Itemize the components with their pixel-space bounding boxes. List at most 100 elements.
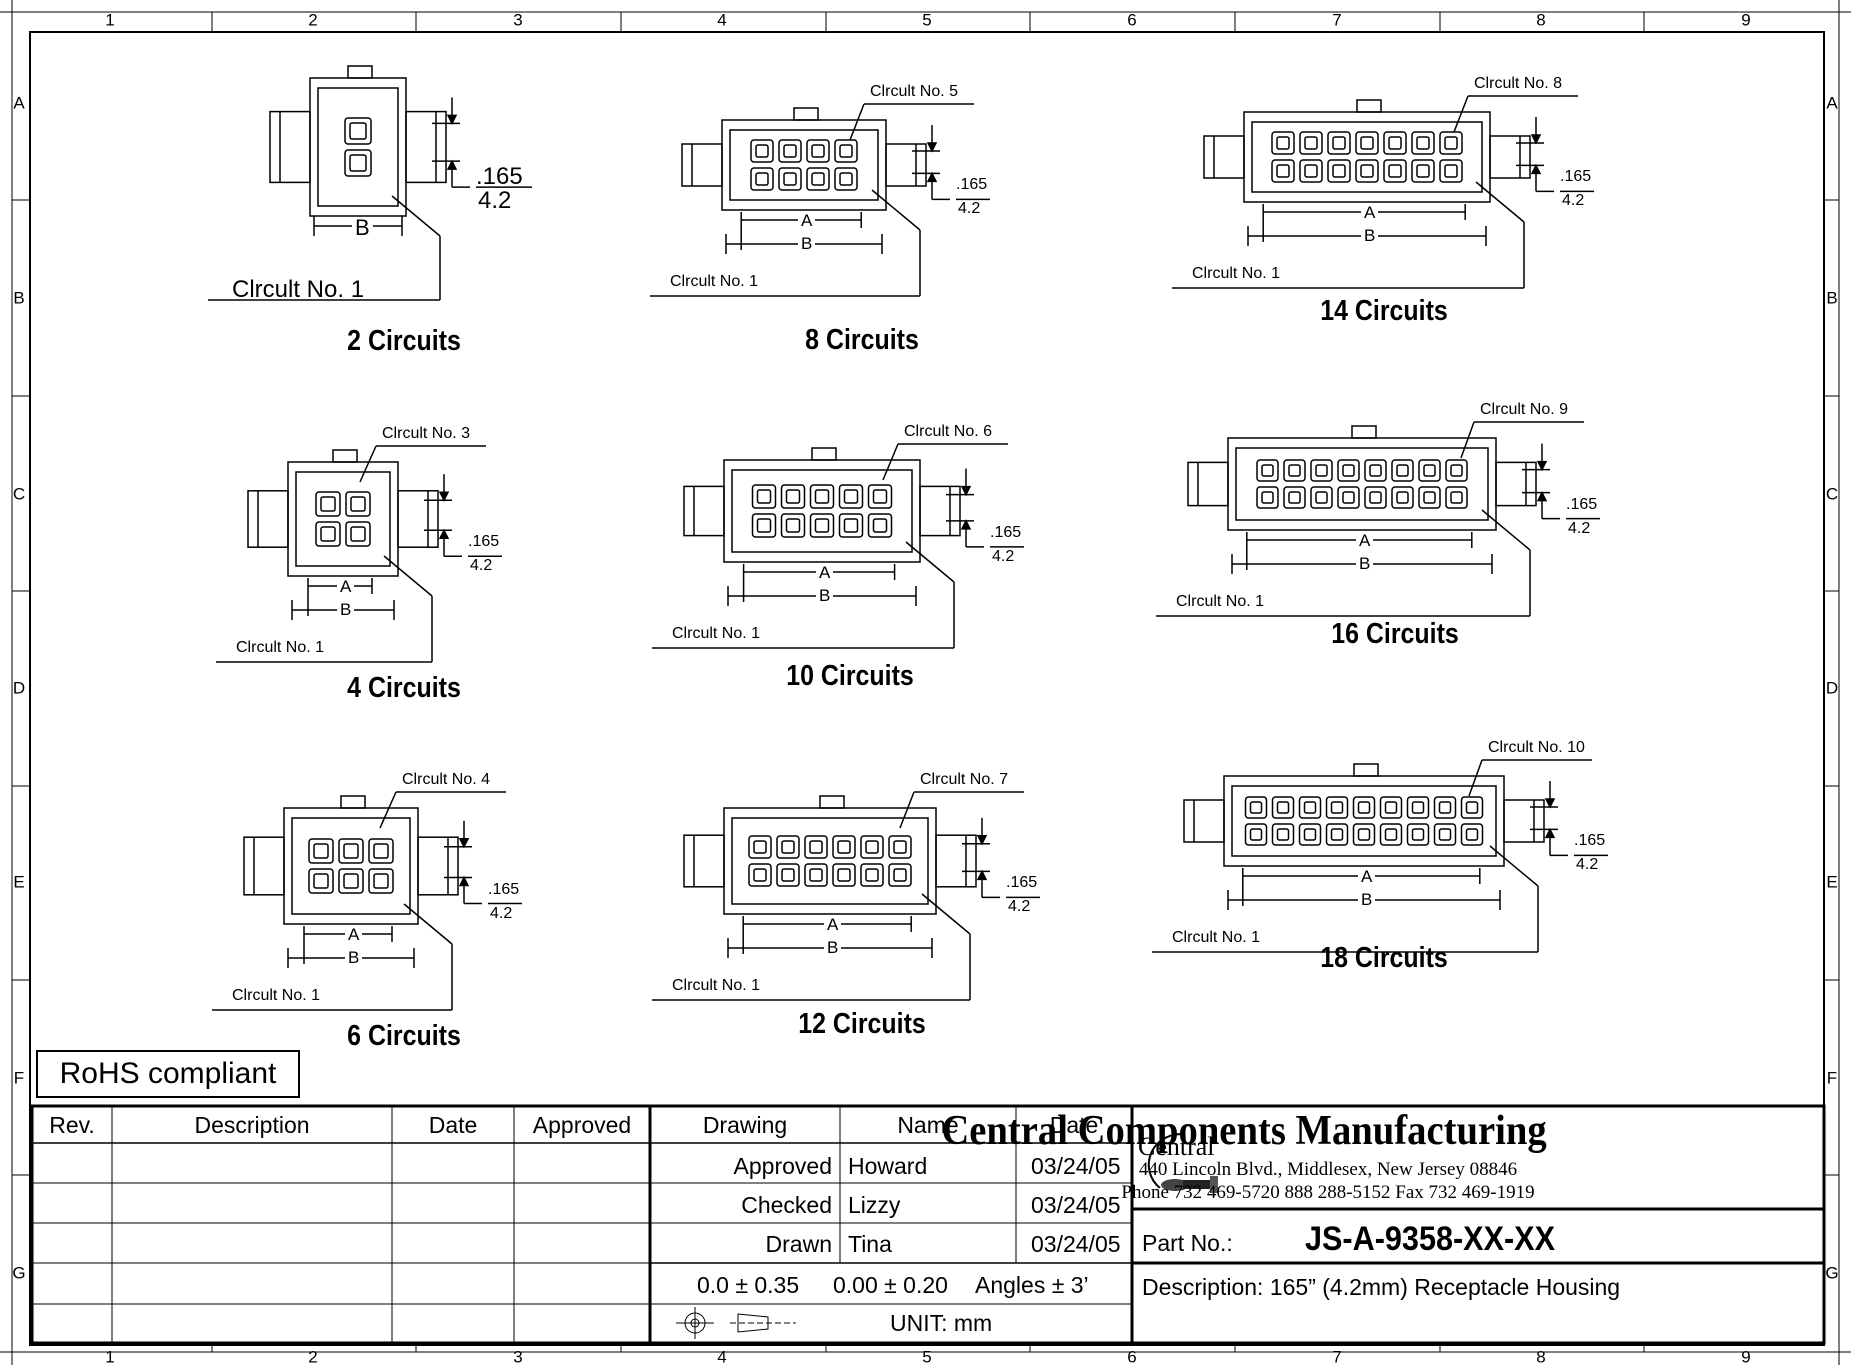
rev-header: Rev. [49, 1112, 95, 1138]
dimension-a-label: A [1358, 868, 1376, 885]
dimension-inch: .165 [1566, 495, 1598, 513]
dimension-inch: .165 [468, 533, 500, 551]
dimension-mm: 4.2 [1562, 192, 1585, 210]
dimension-inch: .165 [1574, 832, 1606, 850]
angles-tolerance: Angles ± 3’ [975, 1272, 1089, 1298]
company-phone: Phone 732 469-5720 888 288-5152 Fax 732 … [1121, 1182, 1535, 1203]
circuit-one-label: Clrcult No. 1 [672, 977, 761, 994]
zone-row-label-right: B [1826, 288, 1838, 308]
dimension-inch: .165 [990, 523, 1022, 541]
dimension-b-label: B [1358, 891, 1376, 908]
dimension-a-label: A [798, 212, 816, 229]
circuit-one-label: Clrcult No. 1 [672, 625, 761, 642]
circuit-one-label: Clrcult No. 1 [232, 987, 321, 1004]
zone-row-label-left: C [12, 484, 26, 504]
approved-name: Howard [848, 1153, 928, 1179]
diagram-title: 18 Circuits [1320, 942, 1448, 974]
dimension-b-label: B [824, 939, 842, 956]
dimension-mm: 4.2 [1568, 519, 1591, 537]
dimension-b-label: B [337, 601, 355, 618]
zone-row-label-right: A [1826, 93, 1838, 113]
zone-row-label-right: F [1826, 1068, 1838, 1088]
dimension-mm: 4.2 [1576, 856, 1599, 874]
zone-row-label-right: C [1825, 484, 1839, 504]
circuit-one-label: Clrcult No. 1 [232, 276, 365, 303]
diagram-title: 6 Circuits [347, 1020, 461, 1052]
dimension-mm: 4.2 [470, 557, 493, 575]
zone-row-label-right: E [1826, 872, 1838, 892]
dimension-mm: 4.2 [958, 200, 981, 218]
dimension-b-label: B [345, 949, 363, 966]
projection-symbol-icon [676, 1307, 796, 1339]
dimension-mm: 4.2 [478, 187, 512, 215]
dimension-inch: .165 [488, 880, 520, 898]
checked-name: Lizzy [848, 1192, 901, 1218]
dimension-a-label: A [1361, 204, 1379, 221]
diagram-title: 8 Circuits [805, 324, 919, 356]
description-header: Description [194, 1112, 310, 1138]
zone-column-label-bottom: 1 [105, 1347, 115, 1367]
circuit-one-label: Clrcult No. 1 [1176, 593, 1265, 610]
circuit-top-label: Clrcult No. 6 [904, 423, 993, 440]
dimension-mm: 4.2 [490, 904, 513, 922]
zone-column-label-top: 4 [717, 10, 727, 30]
circuit-one-label: Clrcult No. 1 [670, 273, 759, 290]
circuit-top-label: Clrcult No. 5 [870, 83, 959, 100]
dimension-a-label: A [1356, 532, 1374, 549]
circuit-top-label: Clrcult No. 8 [1474, 75, 1563, 92]
dimension-a-label: A [345, 926, 363, 943]
drawn-date: 03/24/05 [1031, 1231, 1121, 1257]
dimension-a-label: A [337, 578, 355, 595]
dimension-inch: .165 [956, 176, 988, 194]
zone-column-label-top: 5 [922, 10, 932, 30]
zone-column-label-bottom: 3 [513, 1347, 523, 1367]
zone-column-label-top: 6 [1127, 10, 1137, 30]
dimension-inch: .165 [1560, 168, 1592, 186]
dimension-inch: .165 [1006, 874, 1038, 892]
diagram-title: 2 Circuits [347, 325, 461, 357]
zone-column-label-top: 3 [513, 10, 523, 30]
checked-role: Checked [741, 1192, 832, 1218]
circuit-one-label: Clrcult No. 1 [1192, 265, 1281, 282]
circuit-top-label: Clrcult No. 9 [1480, 401, 1569, 418]
company-address: 440 Lincoln Blvd., Middlesex, New Jersey… [1138, 1159, 1518, 1180]
tolerance-2: 0.00 ± 0.20 [833, 1272, 948, 1298]
circuit-top-label: Clrcult No. 7 [920, 771, 1009, 788]
zone-row-label-right: G [1825, 1263, 1839, 1283]
date-header: Date [428, 1112, 478, 1138]
diagram-title: 12 Circuits [798, 1008, 926, 1040]
dimension-b-label: B [1356, 555, 1374, 572]
company-name: Central Components Manufacturing [941, 1108, 1547, 1154]
circuit-top-label: Clrcult No. 10 [1488, 739, 1585, 756]
zone-row-label-left: B [13, 288, 25, 308]
dimension-b-label: B [816, 587, 834, 604]
dimension-b-label: B [1361, 227, 1379, 244]
part-number: JS-A-9358-XX-XX [1304, 1220, 1556, 1258]
zone-column-label-bottom: 5 [922, 1347, 932, 1367]
zone-column-label-top: 2 [308, 10, 318, 30]
zone-column-label-bottom: 9 [1741, 1347, 1751, 1367]
diagram-title: 16 Circuits [1331, 618, 1459, 650]
zone-column-label-bottom: 7 [1332, 1347, 1342, 1367]
circuit-top-label: Clrcult No. 4 [402, 771, 491, 788]
zone-row-label-left: A [13, 93, 25, 113]
zone-column-label-bottom: 6 [1127, 1347, 1137, 1367]
diagram-title: 10 Circuits [786, 660, 914, 692]
zone-row-label-left: D [12, 678, 26, 698]
zone-column-label-bottom: 8 [1536, 1347, 1546, 1367]
drawing-frame [29, 31, 1825, 1346]
approved-date: 03/24/05 [1031, 1153, 1121, 1179]
company-logo: Central [1138, 1132, 1218, 1193]
dimension-mm: 4.2 [1008, 898, 1031, 916]
tolerance-1: 0.0 ± 0.35 [697, 1272, 800, 1298]
diagram-title: 14 Circuits [1320, 295, 1448, 327]
zone-column-label-bottom: 4 [717, 1347, 727, 1367]
rohs-badge: RoHS compliant [36, 1050, 300, 1098]
zone-column-label-top: 7 [1332, 10, 1342, 30]
approved-header: Approved [532, 1112, 632, 1138]
diagram-title: 4 Circuits [347, 672, 461, 704]
title-block-lines [30, 1104, 1826, 1345]
dimension-b-label: B [352, 217, 373, 239]
unit-label: UNIT: mm [890, 1310, 993, 1336]
dimension-a-label: A [824, 916, 842, 933]
